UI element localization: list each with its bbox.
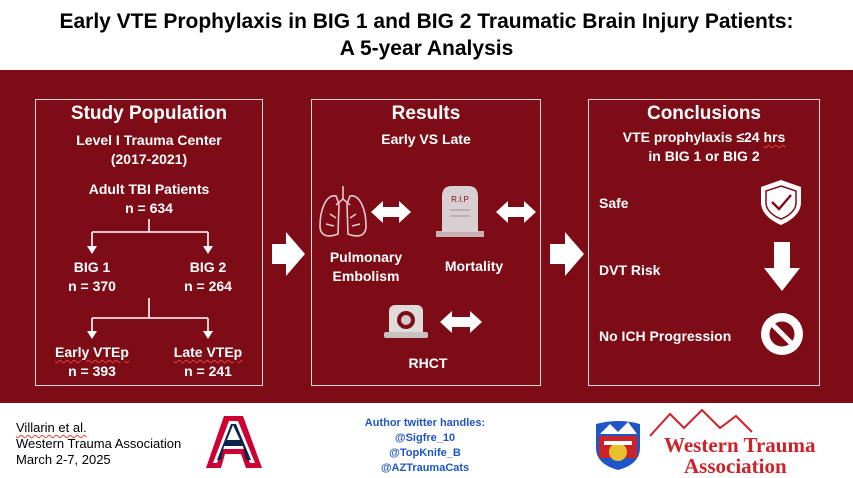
wta-emblem-logo [596, 421, 640, 470]
title-line-1: Early VTE Prophylaxis in BIG 1 and BIG 2… [59, 10, 794, 33]
study-center-line-1: Level I Trauma Center [76, 132, 222, 148]
conclusions-sub-line-2: in BIG 1 or BIG 2 [648, 148, 760, 164]
adult-tbi-label: Adult TBI Patients [88, 181, 210, 197]
arrow-right-icon [272, 232, 305, 276]
study-heading: Study Population [70, 103, 228, 124]
dvt-risk-label: DVT Risk [599, 262, 661, 278]
arrow-right-icon-2 [550, 232, 584, 276]
university-logo [206, 416, 262, 468]
rhct-label: RHCT [408, 355, 448, 371]
big2-label: BIG 2 [189, 259, 227, 275]
twitter-handles: Author twitter handles: @Sigfre_10 @TopK… [340, 416, 510, 476]
mortality-label: Mortality [444, 258, 504, 274]
prohibited-icon [761, 313, 803, 355]
results-subheading: Early VS Late [381, 131, 471, 147]
ct-scanner-icon [384, 305, 428, 338]
twitter-handle-2[interactable]: @TopKnife_B [389, 447, 461, 459]
double-arrow-icon-2 [496, 201, 536, 223]
shield-check-icon [761, 180, 801, 225]
adult-tbi-count: n = 634 [125, 200, 173, 216]
no-ich-progression-label: No ICH Progression [599, 328, 732, 344]
big1-label: BIG 1 [73, 259, 111, 275]
content-band [0, 70, 853, 403]
pulmonary-embolism-line-1: Pulmonary [329, 249, 403, 265]
wta-logo-line-2: Association [684, 454, 787, 478]
poster-title: Early VTE Prophylaxis in BIG 1 and BIG 2… [0, 8, 853, 62]
lungs-icon [319, 186, 367, 237]
pulmonary-embolism-line-2: Embolism [332, 268, 400, 284]
conclusions-panel [588, 99, 820, 386]
study-center-line-2: (2017-2021) [110, 151, 188, 167]
early-vtep-label: Early VTEp [55, 344, 129, 360]
arrow-down-icon [764, 242, 800, 291]
late-vtep-label: Late VTEp [173, 344, 243, 360]
wta-logo-line-1: Western Trauma [664, 433, 816, 457]
results-panel [311, 99, 541, 386]
results-heading: Results [391, 103, 461, 124]
svg-text:R.I.P: R.I.P [451, 195, 469, 204]
big2-count: n = 264 [184, 278, 232, 294]
safe-label: Safe [599, 195, 629, 211]
study-tree-lines [91, 219, 209, 335]
title-line-2: A 5-year Analysis [339, 37, 514, 60]
double-arrow-icon-3 [440, 311, 482, 333]
double-arrow-icon [371, 201, 411, 223]
conclusions-heading: Conclusions [646, 103, 761, 124]
twitter-handle-1[interactable]: @Sigfre_10 [394, 432, 456, 444]
author-citation: Villarin et al. Western Trauma Associati… [16, 420, 181, 468]
big1-count: n = 370 [68, 278, 116, 294]
conference-org: Western Trauma Association [16, 436, 182, 451]
twitter-title: Author twitter handles: [364, 417, 486, 429]
late-vtep-count: n = 241 [184, 363, 232, 379]
early-vtep-count: n = 393 [68, 363, 116, 379]
twitter-handle-3[interactable]: @AZTraumaCats [380, 462, 470, 474]
author-name: Villarin et al. [16, 420, 87, 435]
wta-mountain-icon [649, 408, 753, 437]
study-population-panel [35, 99, 263, 386]
conference-date: March 2-7, 2025 [16, 452, 111, 467]
tombstone-icon: R.I.P [436, 186, 484, 237]
study-tree-arrowheads [87, 246, 213, 339]
conclusions-sub-line-1: VTE prophylaxis ≤24 hrs [622, 129, 786, 145]
